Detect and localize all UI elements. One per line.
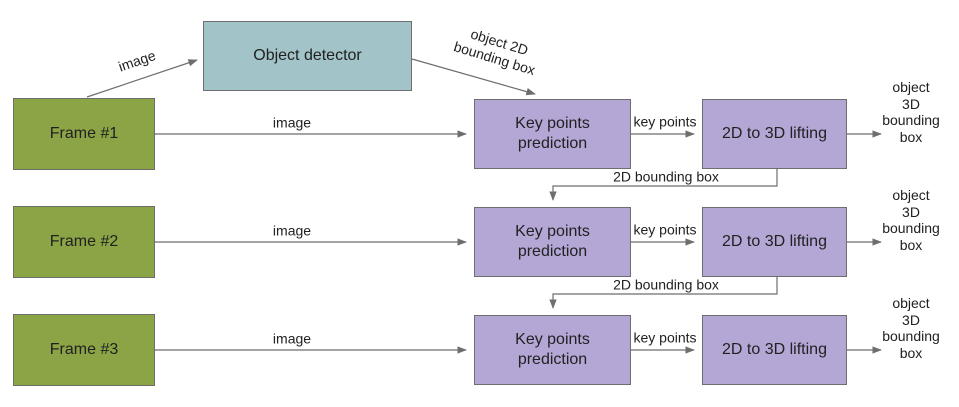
- edge-label-image-3: image: [272, 330, 312, 347]
- edge-label-object-3d-bounding-box-2: object 3D bounding box: [882, 186, 940, 253]
- edge-label-key-points-1: key points: [633, 113, 697, 130]
- keypoints-box-2: Key points prediction: [474, 207, 631, 277]
- keypoints-box-1: Key points prediction: [474, 99, 631, 169]
- keypoints-box-3: Key points prediction: [474, 315, 631, 385]
- lifting-box-2: 2D to 3D lifting: [702, 207, 847, 277]
- edge-label-object-2d-bounding-box: object 2D bounding box: [452, 25, 538, 78]
- frame-2-box: Frame #2: [13, 206, 155, 278]
- frame-1-box: Frame #1: [13, 98, 155, 170]
- edge-label-image-1: image: [272, 114, 312, 131]
- edge-label-2d-bounding-box-1: 2D bounding box: [613, 168, 719, 185]
- edge-label-2d-bounding-box-2: 2D bounding box: [613, 276, 719, 293]
- edge-label-image-to-detector: image: [116, 46, 158, 75]
- edge-label-object-3d-bounding-box-1: object 3D bounding box: [882, 78, 940, 145]
- edge-label-image-2: image: [272, 222, 312, 239]
- edge-label-key-points-2: key points: [633, 221, 697, 238]
- lifting-box-3: 2D to 3D lifting: [702, 315, 847, 385]
- frame-3-box: Frame #3: [13, 314, 155, 386]
- edge-label-object-3d-bounding-box-3: object 3D bounding box: [882, 294, 940, 361]
- lifting-box-1: 2D to 3D lifting: [702, 99, 847, 169]
- edge-label-key-points-3: key points: [633, 329, 697, 346]
- object-detector-box: Object detector: [203, 21, 412, 91]
